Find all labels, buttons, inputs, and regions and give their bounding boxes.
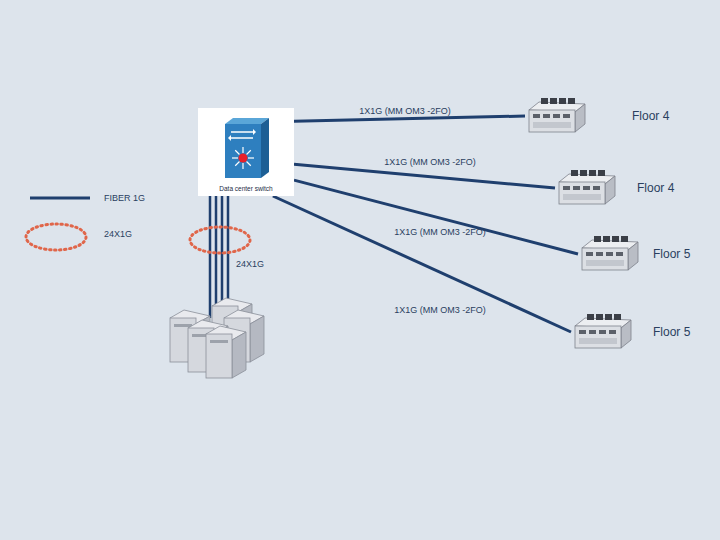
fiber-link (273, 196, 571, 332)
floor-switch-icon (571, 312, 633, 352)
link-label: 1X1G (MM OM3 -2FO) (394, 305, 486, 315)
floor-switch: Floor 4 (555, 168, 674, 208)
floor-name: Floor 4 (637, 181, 674, 195)
server-group (170, 298, 264, 378)
legend-text: FIBER 1G (104, 193, 145, 203)
switch-icon (198, 108, 294, 196)
fiber-legend-line (30, 197, 90, 200)
fiber-link (294, 180, 578, 254)
fiber-link (294, 164, 555, 188)
bundle-ellipse (190, 227, 250, 253)
bundle-legend-ellipse (26, 224, 86, 250)
floor-switch: Floor 5 (578, 234, 690, 274)
floor-switch-icon (555, 168, 617, 208)
legend-text: 24X1G (104, 229, 132, 239)
floor-switch: Floor 4 (525, 96, 669, 136)
floor-name: Floor 5 (653, 247, 690, 261)
floor-name: Floor 5 (653, 325, 690, 339)
floor-switch: Floor 5 (571, 312, 690, 352)
link-label: 1X1G (MM OM3 -2FO) (384, 157, 476, 167)
bundle-label: 24X1G (236, 259, 264, 269)
floor-switch-icon (525, 96, 587, 136)
data-center-switch: Data center switch (198, 108, 294, 196)
floor-name: Floor 4 (632, 109, 669, 123)
floor-switch-icon (578, 234, 640, 274)
switch-name: Data center switch (200, 185, 292, 192)
link-label: 1X1G (MM OM3 -2FO) (359, 106, 451, 116)
link-label: 1X1G (MM OM3 -2FO) (394, 227, 486, 237)
fiber-link (294, 116, 525, 121)
